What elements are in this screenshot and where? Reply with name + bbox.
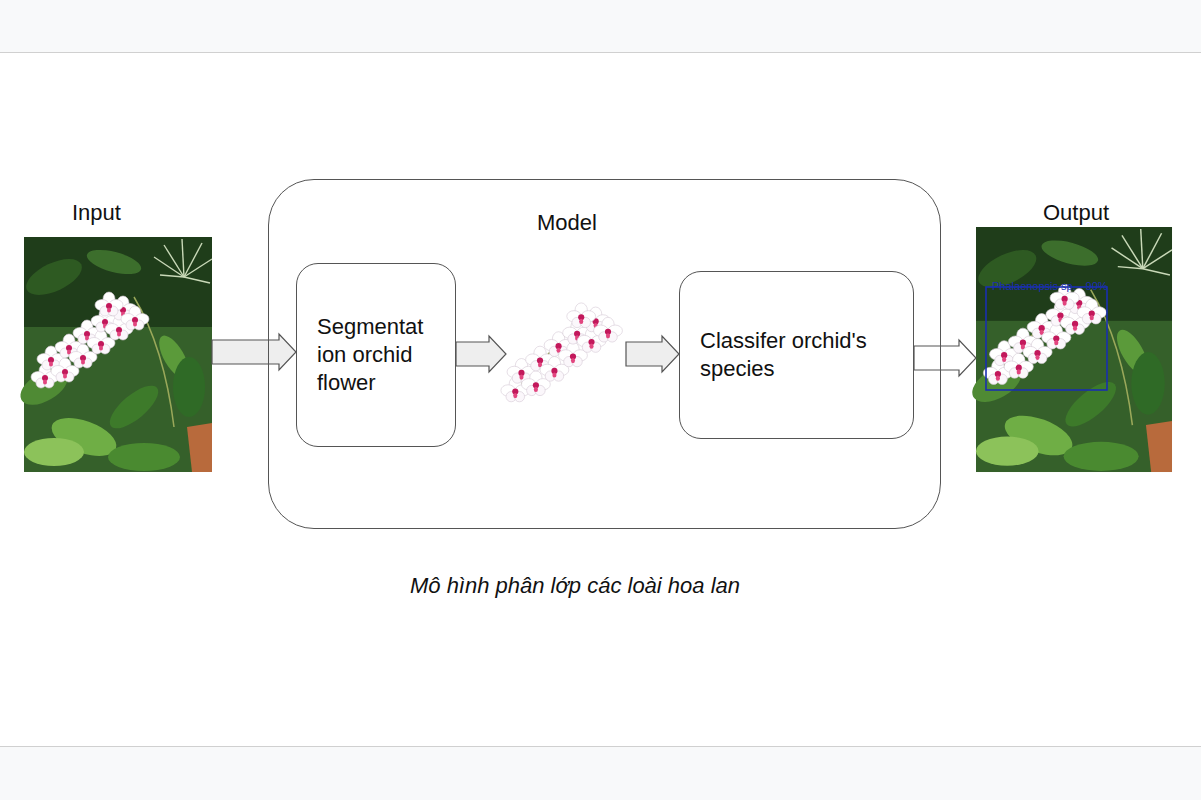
top-bar — [0, 0, 1201, 52]
input-photo — [14, 237, 212, 472]
input-image: Input — [24, 198, 212, 472]
bar-border — [0, 52, 1201, 53]
block-arrow — [914, 340, 976, 376]
heading-label: Model — [537, 210, 597, 235]
model-container: ModelSegmentat ion orchid flower Classife… — [268, 179, 941, 529]
heading-label: Input — [72, 200, 121, 225]
bottom-bar — [0, 747, 1201, 800]
block-arrow — [456, 336, 679, 372]
detection-box — [986, 287, 1107, 390]
segmented-flower — [501, 303, 623, 402]
process-box: Segmentat ion orchid flower — [296, 263, 456, 447]
bar-border — [0, 746, 1201, 747]
box-label: Segmentat ion orchid flower — [317, 313, 437, 397]
process-box: Classifer orchid's species — [679, 271, 914, 439]
figure-caption: Mô hình phân lớp các loài hoa lan — [0, 572, 1150, 600]
block-arrow — [212, 334, 296, 370]
heading-label: Output — [1043, 200, 1109, 225]
output-photo — [966, 227, 1172, 472]
output-image: OutputPhalaenopsis sp. - 90% — [976, 198, 1172, 472]
box-label: Classifer orchid's species — [700, 327, 895, 383]
detection-label: Phalaenopsis sp. - 90% — [992, 280, 1108, 293]
